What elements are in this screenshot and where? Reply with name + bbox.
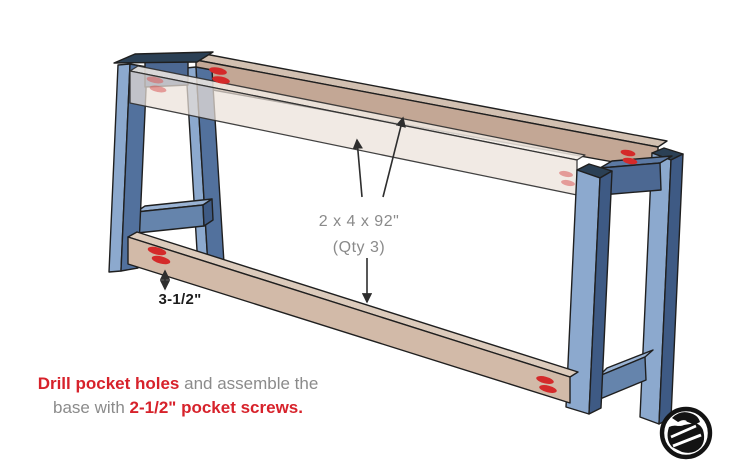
- instruction-text: Drill pocket holes and assemble the base…: [18, 372, 338, 420]
- arrow-to-back-rail: [382, 116, 406, 198]
- part-size-callout: 2 x 4 x 92" (Qty 3): [259, 209, 459, 261]
- woodworker-figure-logo-icon: [659, 406, 713, 460]
- part-size-label: 2 x 4 x 92": [318, 213, 400, 230]
- dimension-label: 3-1/2": [158, 291, 202, 308]
- pocket-hole-marks: [146, 67, 638, 393]
- instruction-gray-1: and assemble the: [179, 374, 319, 393]
- front-top-rail-translucent: [129, 65, 586, 196]
- right-leg-assembly: [565, 147, 684, 425]
- instruction-gray-2: base with: [53, 398, 130, 417]
- callout-arrows: [159, 116, 406, 304]
- instruction-line-2: base with 2-1/2" pocket screws.: [18, 396, 338, 420]
- left-leg-assembly: [108, 51, 225, 273]
- arrow-to-front-rail: [352, 138, 363, 198]
- instruction-highlight-drill: Drill pocket holes: [37, 374, 180, 393]
- instruction-highlight-screws: 2-1/2" pocket screws.: [129, 398, 303, 417]
- bottom-rail: [127, 231, 579, 404]
- instruction-line-1: Drill pocket holes and assemble the: [18, 372, 338, 396]
- part-qty-label: (Qty 3): [332, 239, 386, 256]
